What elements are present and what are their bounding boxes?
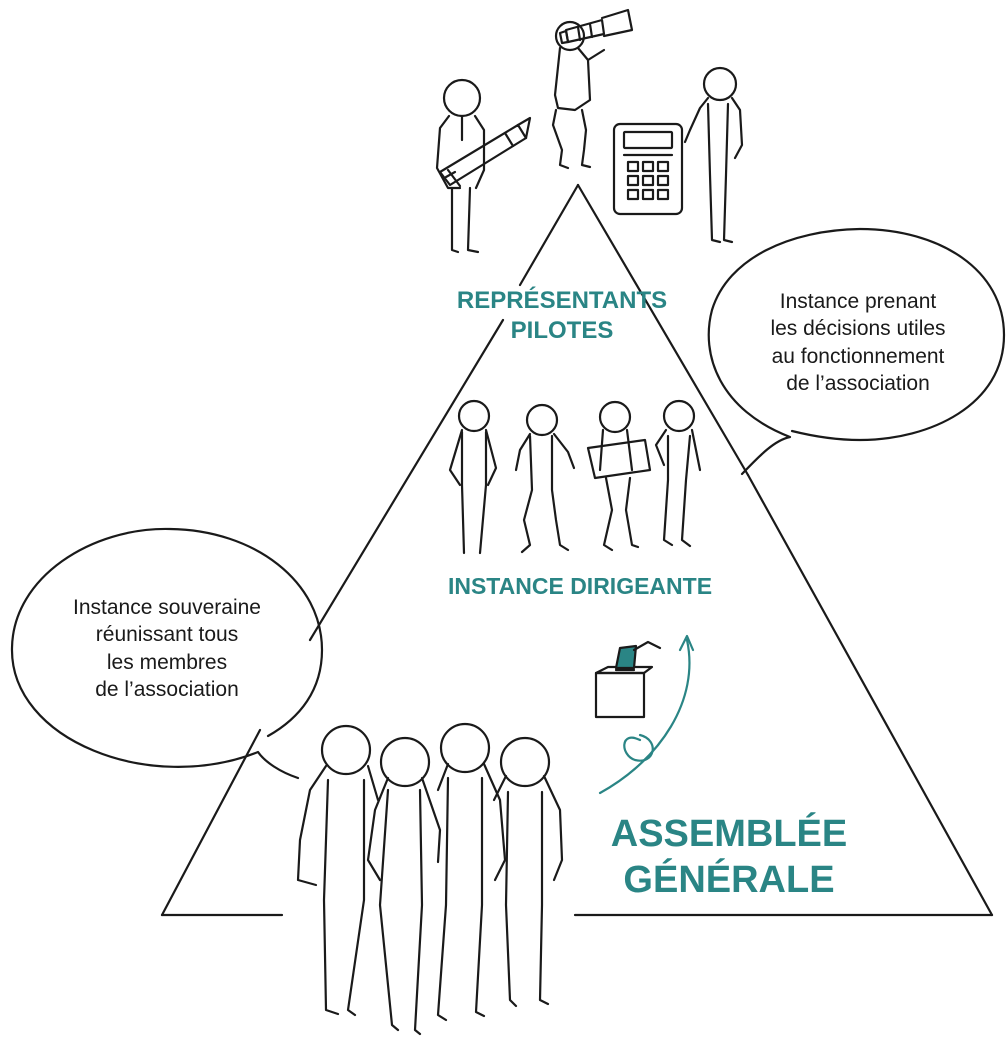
figure-right-of-calculator xyxy=(683,66,744,244)
bubble-right-line-2: les décisions utiles xyxy=(770,317,946,341)
calculator-icon xyxy=(612,122,684,216)
speech-bubble-right-text: Instance prenant les décisions utiles au… xyxy=(728,288,988,397)
level-label-bottom-line1: ASSEMBLÉE xyxy=(610,813,848,855)
speech-bubble-right xyxy=(707,227,1006,476)
level-label-middle-text: INSTANCE DIRIGEANTE xyxy=(447,573,713,599)
level-label-bottom-line2: GÉNÉRALE xyxy=(623,858,835,901)
middle-figure-2 xyxy=(514,403,576,554)
bubble-left-line-4: de l’association xyxy=(95,677,239,701)
figure-with-telescope xyxy=(551,20,606,170)
bubble-right-line-1: Instance prenant xyxy=(779,290,937,313)
telescope-icon xyxy=(558,8,634,45)
speech-bubble-left xyxy=(10,527,324,780)
middle-figure-3-with-paper xyxy=(586,400,652,552)
level-label-top: REPRÉSENTANTS PILOTES xyxy=(412,286,712,346)
upward-arrow-icon xyxy=(598,634,695,795)
level-label-top-line2: PILOTES xyxy=(510,317,614,344)
bubble-left-line-2: réunissant tous xyxy=(95,623,239,647)
middle-figure-1 xyxy=(448,399,498,555)
pyramid-outline xyxy=(160,183,994,917)
bubble-right-line-3: au fonctionnement xyxy=(771,344,945,368)
level-label-middle: INSTANCE DIRIGEANTE xyxy=(380,572,780,601)
pencil-icon xyxy=(438,116,532,188)
figure-with-pencil xyxy=(435,78,486,254)
bubble-left-line-3: les membres xyxy=(106,650,228,674)
assembly-figures-group xyxy=(296,722,564,1036)
ballot-box-icon xyxy=(594,640,662,719)
bubble-left-line-1: Instance souveraine xyxy=(73,596,261,619)
middle-figure-4 xyxy=(654,399,702,548)
bubble-right-line-4: de l’association xyxy=(786,371,930,395)
level-label-bottom: ASSEMBLÉE GÉNÉRALE xyxy=(584,812,874,903)
level-label-top-line1: REPRÉSENTANTS xyxy=(456,287,668,314)
speech-bubble-left-text: Instance souveraine réunissant tous les … xyxy=(32,594,302,703)
